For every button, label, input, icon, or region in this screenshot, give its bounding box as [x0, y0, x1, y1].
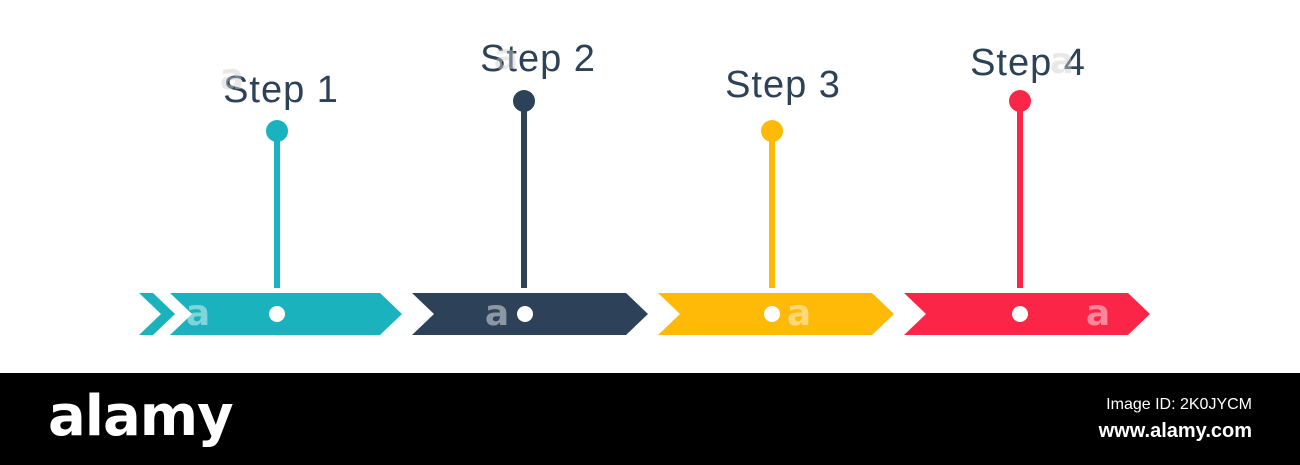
step-4-pin-circle	[1009, 90, 1031, 112]
step-2-label: Step 2	[480, 38, 596, 80]
timeline-dot-3	[764, 306, 780, 322]
timeline-arrow-bar	[139, 293, 1150, 335]
step-3-label: Step 3	[725, 64, 841, 106]
footer-image-info: Image ID: 2K0JYCM www.alamy.com	[1099, 395, 1252, 443]
timeline-dot-1	[269, 306, 285, 322]
step-1-label: Step 1	[223, 69, 339, 111]
timeline-segment-1	[170, 293, 402, 335]
image-id-text: Image ID: 2K0JYCM	[1106, 395, 1252, 413]
step-4-pin-stem	[1017, 101, 1023, 288]
step-2-pin-stem	[521, 101, 527, 288]
timeline-dot-2	[517, 306, 533, 322]
step-3-pin-circle	[761, 120, 783, 142]
step-2-pin-circle	[513, 90, 535, 112]
step-4-label: Step 4	[970, 42, 1086, 84]
footer-credit-bar: alamy Image ID: 2K0JYCM www.alamy.com	[0, 373, 1300, 465]
step-1-pin-stem	[274, 131, 280, 288]
step-1-pin-circle	[266, 120, 288, 142]
step-3-pin-stem	[769, 131, 775, 288]
timeline-dot-4	[1012, 306, 1028, 322]
timeline-tail-chevron	[139, 293, 175, 335]
alamy-url-text: www.alamy.com	[1098, 420, 1252, 443]
alamy-logo: alamy	[48, 384, 234, 449]
